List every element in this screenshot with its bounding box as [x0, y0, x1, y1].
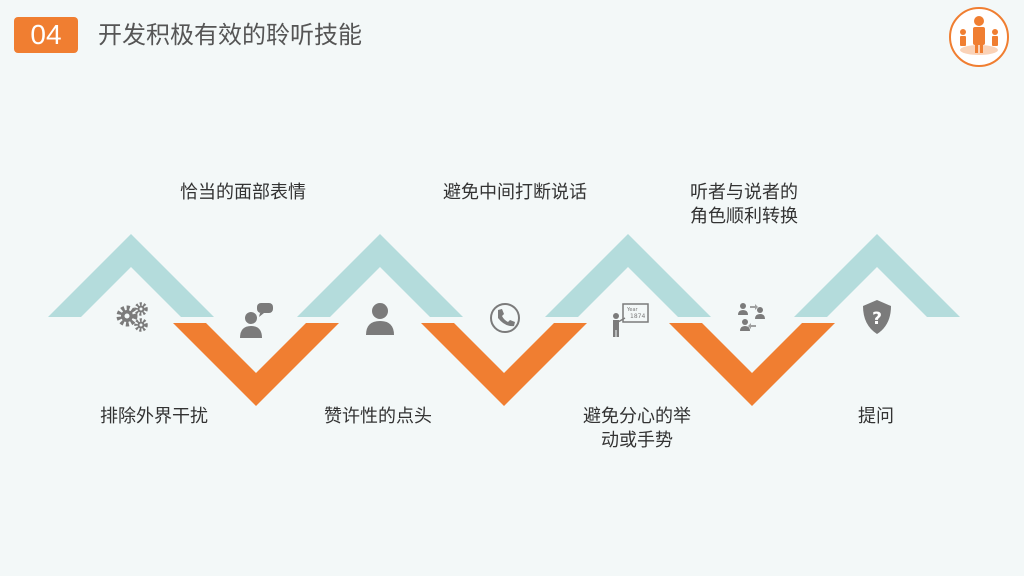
step-label-1: 排除外界干扰: [100, 406, 208, 427]
gears-icon: [112, 298, 152, 338]
svg-text:Year: Year: [626, 307, 639, 313]
orange-down-chevron-3: [669, 323, 835, 406]
step-label-line: 听者与说者的: [690, 182, 798, 203]
step-label-line: 动或手势: [601, 430, 673, 451]
section-number-badge: 04: [14, 17, 78, 53]
teal-up-chevron-1: [48, 234, 214, 317]
people-exchange-icon: [733, 298, 773, 338]
step-label-line: 角色顺利转换: [690, 206, 798, 227]
step-label-7: 提问: [858, 406, 894, 427]
shield-question-icon: ?: [857, 297, 897, 337]
step-label-2: 恰当的面部表情: [180, 182, 306, 203]
phone-icon: [485, 298, 525, 338]
step-label-3: 赞许性的点头: [324, 406, 432, 427]
presenter-board-icon: Year 1874: [610, 300, 650, 340]
listening-team-logo-icon: [949, 7, 1009, 67]
page-title: 开发积极有效的聆听技能: [98, 21, 362, 49]
teal-up-chevron-2: [297, 234, 463, 317]
user-icon: [360, 298, 400, 338]
step-label-line: 避免分心的举: [583, 406, 691, 427]
step-label-4: 避免中间打断说话: [443, 182, 587, 203]
orange-down-chevron-2: [421, 323, 587, 406]
teal-up-chevron-3: [545, 234, 711, 317]
step-label-5: 避免分心的举动或手势: [547, 405, 727, 453]
person-speech-bubble-icon: [237, 300, 277, 340]
teal-up-chevron-4: [794, 234, 960, 317]
svg-text:?: ?: [872, 309, 882, 329]
orange-down-chevron-1: [173, 323, 339, 406]
svg-text:1874: 1874: [630, 313, 645, 320]
step-label-6: 听者与说者的角色顺利转换: [654, 181, 834, 229]
